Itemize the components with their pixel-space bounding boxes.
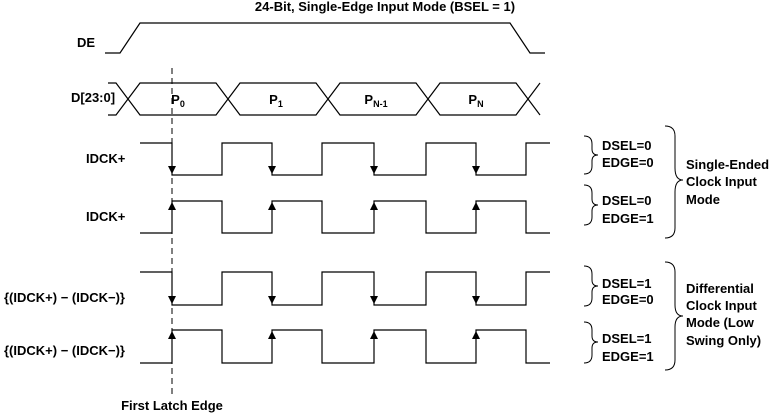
rising-edge-arrow-icon xyxy=(472,331,480,339)
data-cell-sub: N-1 xyxy=(373,99,388,109)
data-cell-base: P xyxy=(364,92,373,107)
setting-dsel: DSEL=0 xyxy=(602,138,652,153)
de-waveform xyxy=(105,22,545,54)
group-label-line: Mode xyxy=(686,192,720,207)
rising-edge-arrow-icon xyxy=(370,331,378,339)
clock2-label: IDCK+ xyxy=(86,209,126,224)
falling-edge-arrow-icon xyxy=(370,166,378,174)
data-cell-sub: 0 xyxy=(180,99,185,109)
group-label-line: Differential xyxy=(686,281,754,296)
clock1-waveform xyxy=(140,142,550,176)
data-bus-label: D[23:0] xyxy=(71,90,115,105)
group-label-line: Single-Ended xyxy=(686,157,769,172)
setting-dsel: DSEL=0 xyxy=(602,193,652,208)
setting-group-2: DSEL=0 EDGE=1 xyxy=(583,184,654,226)
setting-edge: EDGE=1 xyxy=(602,211,654,226)
svg-text:PN-1: PN-1 xyxy=(364,92,387,109)
group-label-line: Swing Only) xyxy=(686,333,761,348)
setting-group-4: DSEL=1 EDGE=1 xyxy=(583,321,654,364)
data-cell-sub: N xyxy=(477,99,484,109)
diagram-title: 24-Bit, Single-Edge Input Mode (BSEL = 1… xyxy=(255,0,515,14)
first-latch-edge-label: First Latch Edge xyxy=(121,398,223,413)
clock1-label: IDCK+ xyxy=(86,151,126,166)
clock4-label: {(IDCK+) − (IDCK−)} xyxy=(4,343,125,358)
svg-text:PN: PN xyxy=(468,92,483,109)
falling-edge-arrow-icon xyxy=(168,296,176,304)
clock2-waveform xyxy=(140,200,550,234)
differential-group: Differential Clock Input Mode (Low Swing… xyxy=(664,261,761,371)
clock1-edge-arrows xyxy=(168,166,480,174)
clock4-edge-arrows xyxy=(168,331,480,339)
data-cell-base: P xyxy=(468,92,477,107)
data-cell-p1: P1 xyxy=(269,92,283,109)
falling-edge-arrow-icon xyxy=(370,296,378,304)
group-label-line: Clock Input xyxy=(686,174,757,189)
data-cell-base: P xyxy=(269,92,278,107)
falling-edge-arrow-icon xyxy=(472,166,480,174)
rising-edge-arrow-icon xyxy=(370,202,378,210)
data-cell-sub: 1 xyxy=(278,99,283,109)
falling-edge-arrow-icon xyxy=(268,166,276,174)
data-cell-p0: P0 xyxy=(171,92,185,109)
rising-edge-arrow-icon xyxy=(168,202,176,210)
rising-edge-arrow-icon xyxy=(268,331,276,339)
data-bus-waveform xyxy=(108,82,541,116)
clock3-edge-arrows xyxy=(168,296,480,304)
setting-edge: EDGE=0 xyxy=(602,292,654,307)
clock3-label: {(IDCK+) − (IDCK−)} xyxy=(4,290,125,305)
setting-dsel: DSEL=1 xyxy=(602,331,652,346)
svg-text:P0: P0 xyxy=(171,92,185,109)
falling-edge-arrow-icon xyxy=(472,296,480,304)
setting-edge: EDGE=1 xyxy=(602,349,654,364)
group-label-line: Clock Input xyxy=(686,298,757,313)
falling-edge-arrow-icon xyxy=(168,166,176,174)
setting-group-3: DSEL=1 EDGE=0 xyxy=(583,265,654,307)
single-ended-group: Single-Ended Clock Input Mode xyxy=(664,125,769,239)
data-cell-pn: PN xyxy=(468,92,483,109)
clock3-waveform xyxy=(140,271,550,306)
clock2-edge-arrows xyxy=(168,202,480,210)
data-cell-base: P xyxy=(171,92,180,107)
rising-edge-arrow-icon xyxy=(168,331,176,339)
clock4-waveform xyxy=(140,329,550,364)
svg-text:P1: P1 xyxy=(269,92,283,109)
setting-dsel: DSEL=1 xyxy=(602,276,652,291)
rising-edge-arrow-icon xyxy=(472,202,480,210)
de-label: DE xyxy=(77,35,95,50)
group-label-line: Mode (Low xyxy=(686,315,755,330)
setting-edge: EDGE=0 xyxy=(602,155,654,170)
falling-edge-arrow-icon xyxy=(268,296,276,304)
data-cell-pn-1: PN-1 xyxy=(364,92,387,109)
rising-edge-arrow-icon xyxy=(268,202,276,210)
setting-group-1: DSEL=0 EDGE=0 xyxy=(583,135,654,175)
